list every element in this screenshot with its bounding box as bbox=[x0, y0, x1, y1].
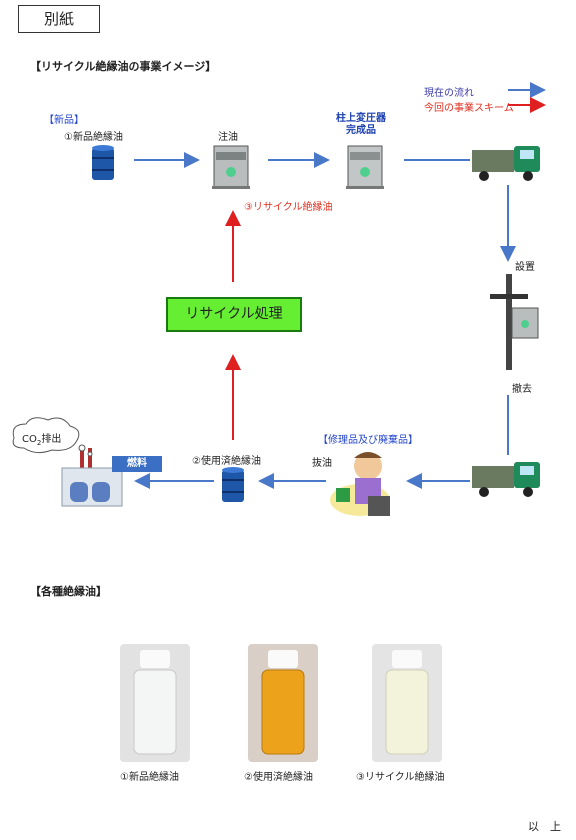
section-title-business-image: 【リサイクル絶縁油の事業イメージ】 bbox=[30, 60, 217, 73]
end-mark: 以 上 bbox=[528, 820, 561, 833]
transformer-label-line2: 完成品 bbox=[346, 125, 376, 136]
transformer-complete-label: 柱上変圧器 完成品 bbox=[336, 113, 386, 137]
co2-prefix: CO bbox=[22, 434, 37, 445]
flow-diagram bbox=[12, 82, 546, 516]
legend-new-label: 今回の事業スキーム bbox=[424, 103, 514, 114]
factory-icon bbox=[61, 448, 123, 507]
legend-existing-label: 現在の流れ bbox=[424, 88, 474, 99]
sample-label-recycled: ③リサイクル絶縁油 bbox=[356, 772, 445, 783]
new-oil-label: ①新品絶縁油 bbox=[64, 132, 123, 143]
co2-subscript: 2 bbox=[36, 439, 42, 447]
attachment-tag: 別紙 bbox=[18, 5, 100, 33]
new-oil-drum-icon bbox=[92, 145, 114, 180]
remove-label: 撤去 bbox=[512, 384, 532, 395]
co2-suffix: 排出 bbox=[41, 434, 62, 445]
recycled-oil-label: ③リサイクル絶縁油 bbox=[244, 202, 333, 213]
sample-used-oil-photo bbox=[248, 644, 318, 762]
transformer-complete-icon bbox=[346, 145, 384, 189]
install-label: 設置 bbox=[515, 262, 535, 273]
transformer-label-line1: 柱上変圧器 bbox=[336, 113, 386, 124]
utility-pole-icon bbox=[490, 274, 539, 370]
transformer-fill-icon bbox=[212, 145, 250, 189]
co2-label: CO2排出 bbox=[22, 430, 61, 447]
co2-cloud-icon bbox=[12, 417, 93, 457]
used-oil-drum-icon bbox=[222, 467, 244, 502]
truck-delivery-icon bbox=[472, 146, 540, 181]
sample-new-oil-photo bbox=[120, 644, 190, 762]
repair-worker-icon bbox=[330, 452, 390, 516]
sample-recycled-oil-photo bbox=[372, 644, 442, 762]
recycle-process-box: リサイクル処理 bbox=[166, 297, 302, 332]
fuel-badge: 燃料 bbox=[112, 456, 162, 472]
repair-header: 【修理品及び廃棄品】 bbox=[318, 435, 418, 446]
sample-label-new: ①新品絶縁油 bbox=[120, 772, 179, 783]
section-title-oil-types: 【各種絶縁油】 bbox=[30, 585, 107, 598]
sample-label-used: ②使用済絶縁油 bbox=[244, 772, 313, 783]
truck-collection-icon bbox=[472, 462, 540, 497]
used-oil-label: ②使用済絶縁油 bbox=[192, 456, 261, 467]
new-product-header: 【新品】 bbox=[44, 115, 84, 126]
oil-samples-photos bbox=[120, 644, 442, 762]
oil-fill-label: 注油 bbox=[218, 132, 238, 143]
drain-oil-label: 抜油 bbox=[312, 458, 332, 469]
